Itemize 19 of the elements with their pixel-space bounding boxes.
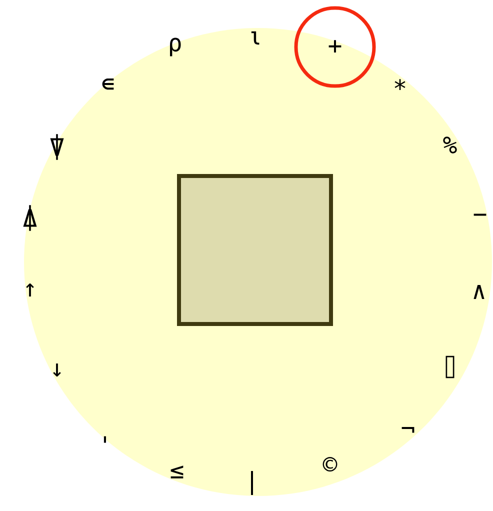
symbol: ⍋ <box>23 205 37 231</box>
symbol: ι <box>251 31 260 45</box>
symbol: ⍒ <box>50 134 64 160</box>
symbol: ∧ <box>474 285 484 299</box>
symbol: ↓ <box>53 364 61 376</box>
symbol: © <box>322 457 338 472</box>
symbol: ∊ <box>102 78 114 90</box>
symbol: + <box>328 40 342 53</box>
symbol: * <box>394 79 406 90</box>
square <box>177 174 333 326</box>
symbol: ¬ <box>402 426 414 433</box>
symbol: ≤ <box>170 466 184 478</box>
symbol: ' <box>104 436 106 443</box>
symbol: ρ <box>170 38 181 56</box>
symbol: | <box>251 471 253 495</box>
symbol: ⌷ <box>446 356 454 378</box>
symbol: % <box>443 136 457 154</box>
symbol: ↑ <box>26 284 34 296</box>
symbol: − <box>474 214 486 216</box>
